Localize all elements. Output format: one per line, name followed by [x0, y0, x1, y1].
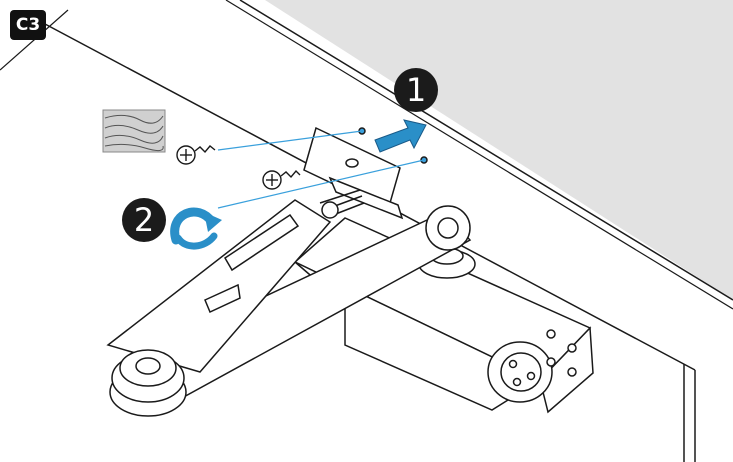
mounting-bracket: [303, 126, 428, 220]
pivot-hub: [109, 349, 187, 417]
screws: [176, 130, 425, 209]
push-arrow-icon: [374, 119, 427, 153]
step-label: C3: [10, 10, 46, 40]
short-arm: [106, 189, 365, 373]
step-marker-one: 1: [394, 68, 438, 112]
step-marker-two: 2: [122, 198, 166, 242]
wood-grain-icon: [102, 109, 166, 153]
rotate-arrow-icon: [170, 207, 222, 250]
